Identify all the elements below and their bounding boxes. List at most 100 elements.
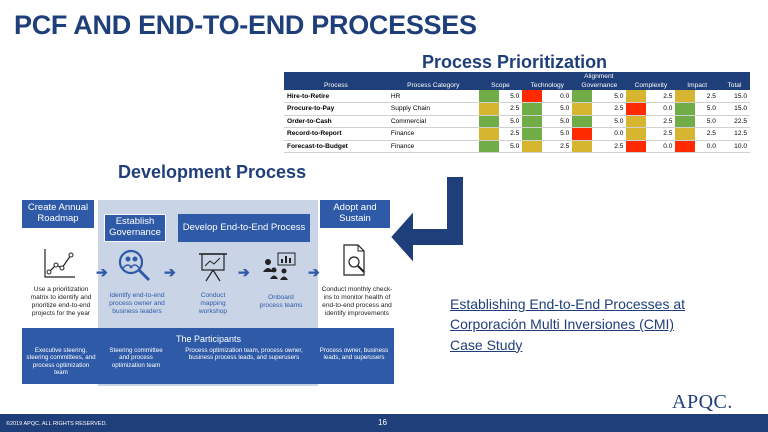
cell-process: Hire-to-Retire — [284, 90, 388, 103]
score-swatch — [572, 127, 593, 141]
cell-process: Forecast-to-Budget — [284, 140, 388, 153]
cell-complexity: 2.5 — [646, 127, 676, 141]
participant-text: Process owner, business leads, and super… — [319, 347, 389, 362]
alignment-header: Alignment — [478, 72, 719, 81]
participant-text: Executive steering, steering committees,… — [26, 347, 96, 377]
cell-total: 22.5 — [718, 115, 750, 128]
table-group-header-row: Alignment — [284, 72, 750, 81]
score-swatch — [675, 90, 696, 103]
cell-total: 15.0 — [718, 102, 750, 116]
score-swatch — [626, 90, 647, 103]
cell-impact: 0.0 — [695, 140, 719, 153]
score-swatch — [675, 140, 696, 153]
slide-title: PCF AND END-TO-END PROCESSES — [14, 10, 477, 40]
cell-technology: 2.5 — [542, 140, 573, 153]
cell-scope: 5.0 — [498, 90, 523, 103]
step-caption: Conduct mapping workshop — [198, 292, 228, 315]
cell-governance: 2.5 — [592, 140, 627, 153]
cell-complexity: 2.5 — [646, 115, 676, 128]
score-swatch — [626, 127, 647, 141]
line-chart-icon — [44, 249, 75, 278]
score-swatch — [522, 90, 543, 103]
document-check-icon — [343, 244, 365, 276]
apqc-logo: APQC. — [672, 391, 733, 413]
score-swatch — [572, 90, 593, 103]
cell-governance: 5.0 — [592, 90, 627, 103]
cell-impact: 5.0 — [695, 115, 719, 128]
col-total: Total — [718, 81, 750, 90]
participants-bar — [22, 328, 394, 384]
arrow-right-icon: ➔ — [164, 264, 176, 280]
col-governance: Governance — [572, 81, 627, 90]
col-impact: Impact — [675, 81, 719, 90]
case-study-link[interactable]: Establishing End-to-End Processes at Cor… — [450, 294, 750, 355]
score-swatch — [478, 127, 499, 141]
arrow-right-icon: ➔ — [96, 264, 108, 280]
cell-category: Finance — [387, 127, 479, 141]
cell-technology: 5.0 — [542, 127, 573, 141]
score-swatch — [572, 115, 593, 128]
cell-category: HR — [387, 90, 479, 103]
col-scope: Scope — [478, 81, 523, 90]
cell-governance: 5.0 — [592, 115, 627, 128]
cell-category: Supply Chain — [387, 102, 479, 116]
arrow-right-icon: ➔ — [238, 264, 250, 280]
big-arrow-icon — [388, 175, 465, 267]
score-swatch — [572, 102, 593, 116]
score-swatch — [572, 140, 593, 153]
cell-process: Order-to-Cash — [284, 115, 388, 128]
prioritization-table: Alignment Process Process Category Scope… — [284, 72, 750, 153]
participants-title: The Participants — [176, 334, 242, 344]
cell-category: Finance — [387, 140, 479, 153]
col-complexity: Complexity — [626, 81, 676, 90]
step-adopt-sustain: Adopt and Sustain — [320, 200, 390, 228]
cell-impact: 5.0 — [695, 102, 719, 116]
presentation-board-icon — [199, 253, 227, 282]
cell-total: 12.5 — [718, 127, 750, 141]
cell-technology: 0.0 — [542, 90, 573, 103]
case-study-line: Case Study — [450, 336, 523, 353]
score-swatch — [478, 115, 499, 128]
score-swatch — [626, 140, 647, 153]
cell-technology: 5.0 — [542, 115, 573, 128]
development-title: Development Process — [118, 162, 307, 182]
score-swatch — [626, 115, 647, 128]
cell-impact: 2.5 — [695, 127, 719, 141]
cell-scope: 2.5 — [498, 127, 523, 141]
score-swatch — [522, 102, 543, 116]
score-swatch — [675, 102, 696, 116]
arrow-right-icon: ➔ — [308, 264, 320, 280]
cell-complexity: 0.0 — [646, 140, 676, 153]
score-swatch — [626, 102, 647, 116]
cell-governance: 0.0 — [592, 127, 627, 141]
copyright-text: ©2019 APQC. ALL RIGHTS RESERVED. — [6, 421, 107, 427]
score-swatch — [522, 115, 543, 128]
cell-category: Commercial — [387, 115, 479, 128]
cell-total: 10.0 — [718, 140, 750, 153]
step-caption: Conduct monthly check-ins to monitor hea… — [321, 286, 393, 317]
score-swatch — [478, 102, 499, 116]
case-study-line: Corporación Multi Inversiones (CMI) — [450, 316, 675, 333]
magnifier-people-icon — [118, 249, 151, 282]
participant-text: Process optimization team, process owner… — [185, 347, 303, 362]
cell-impact: 2.5 — [695, 90, 719, 103]
cell-complexity: 2.5 — [646, 90, 676, 103]
step-establish-governance: Establish Governance — [104, 214, 166, 242]
cell-technology: 5.0 — [542, 102, 573, 116]
step-develop-process: Develop End-to-End Process — [178, 214, 310, 242]
col-category: Process Category — [387, 81, 479, 90]
cell-scope: 5.0 — [498, 140, 523, 153]
score-swatch — [675, 127, 696, 141]
score-swatch — [522, 140, 543, 153]
cell-total: 15.0 — [718, 90, 750, 103]
cell-scope: 2.5 — [498, 102, 523, 116]
table-header-row: Process Process Category Scope Technolog… — [284, 81, 750, 90]
cell-complexity: 0.0 — [646, 102, 676, 116]
page-number: 16 — [378, 418, 387, 427]
step-create-roadmap: Create Annual Roadmap — [22, 200, 94, 228]
